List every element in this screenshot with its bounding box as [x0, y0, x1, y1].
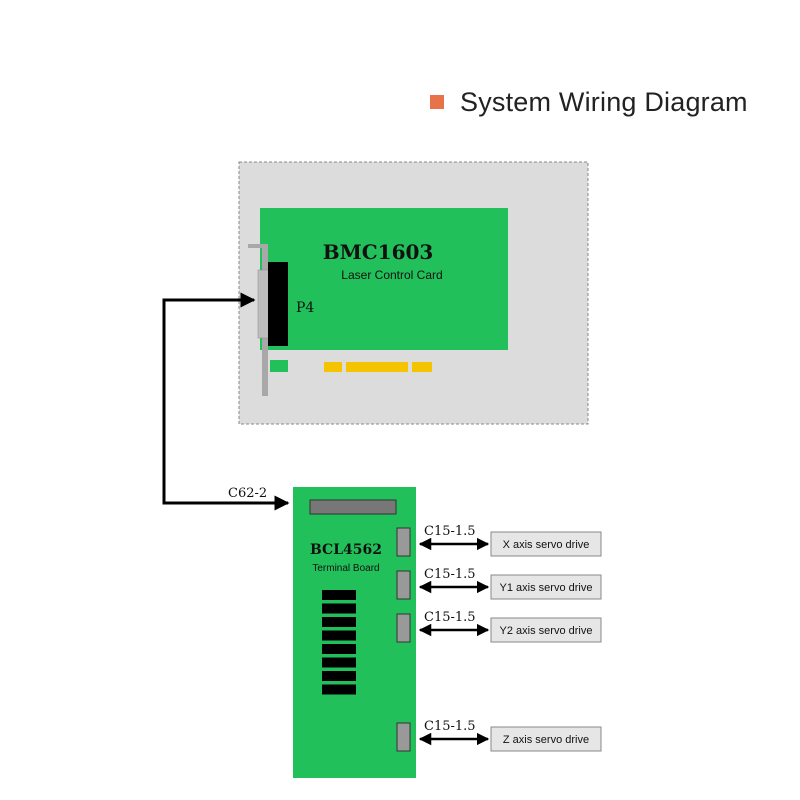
control-card-board	[260, 208, 508, 350]
gold-contact	[346, 362, 408, 372]
terminal-block	[322, 644, 356, 654]
main-cable: C62-2	[162, 292, 290, 511]
card-bracket-tab	[248, 244, 268, 248]
servo-drive-label: Y2 axis servo drive	[500, 625, 593, 637]
terminal-port	[396, 613, 411, 643]
servo-drive-label: Z axis servo drive	[503, 734, 589, 746]
terminal-board-subtitle: Terminal Board	[312, 563, 379, 574]
servo-drive-box	[490, 574, 602, 600]
terminal-block	[322, 630, 356, 641]
terminal-board-header	[309, 499, 397, 515]
terminal-port	[396, 527, 411, 557]
servo-drive-box	[490, 617, 602, 643]
control-card-name: BMC1603	[323, 240, 434, 264]
gold-contact	[412, 362, 432, 372]
servo-drive-box	[490, 726, 602, 752]
title-text: System Wiring Diagram	[460, 86, 748, 117]
gold-contact	[324, 362, 342, 372]
diagram-title: System Wiring Diagram	[430, 82, 748, 122]
title-marker	[430, 95, 444, 109]
cable-c62-2-line	[162, 292, 290, 511]
terminal-block	[322, 671, 356, 681]
terminal-ports	[396, 527, 411, 752]
servo-drive-box	[490, 531, 602, 557]
servo-connection: C15-1.5 Z axis servo drive	[418, 719, 602, 752]
terminal-port	[396, 722, 411, 752]
servo-drive-label: X axis servo drive	[503, 539, 590, 551]
servo-cable-label: C15-1.5	[424, 567, 476, 582]
terminal-block	[322, 617, 356, 627]
cable-c62-2-label: C62-2	[228, 486, 267, 501]
servo-cable-label: C15-1.5	[424, 610, 476, 625]
card-component	[270, 360, 288, 372]
servo-connection: C15-1.5 Y2 axis servo drive	[418, 610, 602, 643]
control-card-subtitle: Laser Control Card	[341, 268, 442, 282]
p4-connector	[268, 262, 288, 346]
terminal-block	[322, 684, 356, 695]
terminal-block	[322, 590, 356, 600]
terminal-board-name: BCL4562	[310, 542, 382, 558]
servo-connection: C15-1.5 X axis servo drive	[418, 524, 602, 557]
terminal-board: BCL4562 Terminal Board	[293, 487, 416, 778]
servo-cable-label: C15-1.5	[424, 524, 476, 539]
terminal-block-strip	[322, 590, 356, 695]
terminal-port	[396, 570, 411, 600]
terminal-block	[322, 657, 356, 668]
servo-cable-label: C15-1.5	[424, 719, 476, 734]
servo-connection: C15-1.5 Y1 axis servo drive	[418, 567, 602, 600]
terminal-block	[322, 603, 356, 614]
p4-label: P4	[296, 300, 314, 316]
servo-drive-label: Y1 axis servo drive	[500, 582, 593, 594]
